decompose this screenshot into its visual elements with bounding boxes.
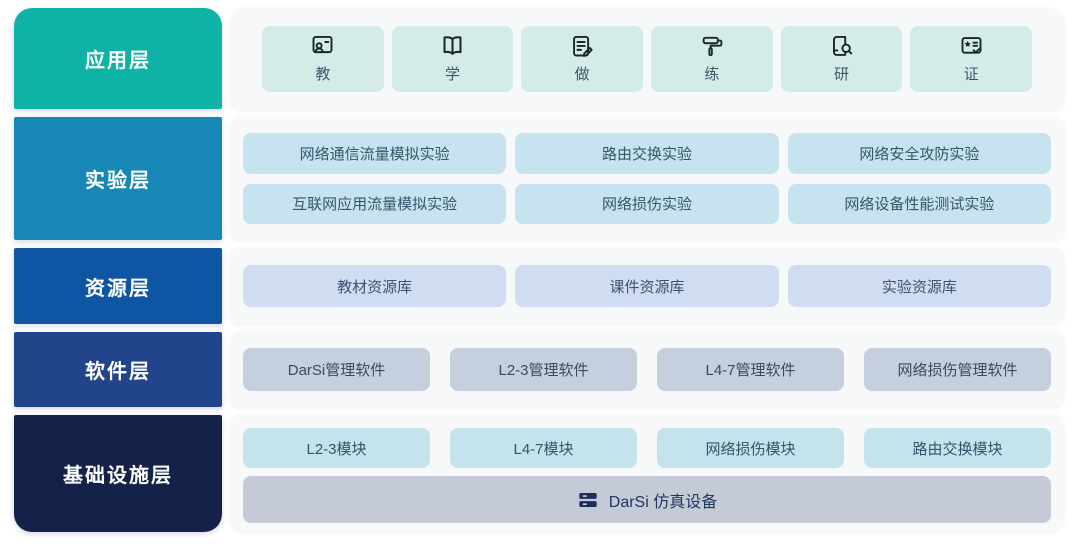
layer-label-software: 软件层: [14, 332, 222, 407]
layer-row-application: 应用层 教: [14, 8, 1064, 109]
resource-chip: 实验资源库: [787, 265, 1051, 307]
software-chip: DarSi管理软件: [243, 348, 430, 391]
app-card-research: 研: [780, 25, 903, 92]
app-card-learn: 学: [391, 25, 514, 92]
paint-roller-icon: [698, 33, 725, 60]
experiment-chip: 路由交换实验: [515, 133, 779, 174]
layer-label-text: 软件层: [85, 361, 151, 383]
document-pencil-icon: [569, 33, 596, 60]
layer-label-text: 应用层: [85, 50, 151, 72]
server-stack-icon: [577, 489, 599, 511]
experiment-chip: 网络损伤实验: [515, 183, 779, 224]
darsi-device-bar: DarSi 仿真设备: [243, 476, 1051, 523]
module-chip: L4-7模块: [450, 428, 637, 468]
module-row: L2-3模块 L4-7模块 网络损伤模块 路由交换模块: [243, 428, 1051, 468]
module-chip: 路由交换模块: [864, 428, 1051, 468]
app-card-label: 教: [315, 66, 331, 83]
software-chip: L2-3管理软件: [450, 348, 637, 391]
layer-label-experiment: 实验层: [14, 117, 222, 240]
layer-panel-resource: 教材资源库 课件资源库 实验资源库: [230, 248, 1064, 324]
module-chip: 网络损伤模块: [657, 428, 844, 468]
layer-row-resource: 资源层 教材资源库 课件资源库 实验资源库: [14, 248, 1064, 324]
experiment-chip: 网络通信流量模拟实验: [243, 133, 507, 174]
app-card-do: 做: [521, 25, 644, 92]
experiment-chip: 网络安全攻防实验: [787, 133, 1051, 174]
app-card-label: 练: [704, 66, 720, 83]
app-card-label: 学: [445, 66, 461, 83]
app-card-label: 证: [963, 66, 979, 83]
layer-panel-software: DarSi管理软件 L2-3管理软件 L4-7管理软件 网络损伤管理软件: [230, 332, 1064, 407]
layer-panel-application: 教 学 做: [230, 8, 1064, 109]
layer-panel-experiment: 网络通信流量模拟实验 路由交换实验 网络安全攻防实验 互联网应用流量模拟实验 网…: [230, 117, 1064, 240]
app-card-label: 做: [574, 66, 590, 83]
resource-chip: 课件资源库: [515, 265, 779, 307]
app-card-teach: 教: [262, 25, 384, 92]
book-magnifier-icon: [828, 33, 855, 60]
layer-row-experiment: 实验层 网络通信流量模拟实验 路由交换实验 网络安全攻防实验 互联网应用流量模拟…: [14, 117, 1064, 240]
app-card-practice: 练: [651, 25, 773, 92]
layer-label-resource: 资源层: [14, 248, 222, 324]
layer-label-application: 应用层: [14, 8, 222, 109]
experiment-chip: 互联网应用流量模拟实验: [243, 183, 507, 224]
module-chip: L2-3模块: [243, 428, 430, 468]
software-chip: L4-7管理软件: [657, 348, 844, 391]
layer-label-infrastructure: 基础设施层: [14, 415, 222, 532]
layer-row-infrastructure: 基础设施层 L2-3模块 L4-7模块 网络损伤模块 路由交换模块 Dar: [14, 415, 1064, 532]
app-card-label: 研: [834, 66, 850, 83]
open-book-icon: [439, 33, 466, 60]
layer-label-text: 资源层: [85, 277, 151, 300]
darsi-device-label: DarSi 仿真设备: [608, 493, 718, 511]
layer-row-software: 软件层 DarSi管理软件 L2-3管理软件 L4-7管理软件 网络损伤管理软件: [14, 332, 1064, 407]
layer-label-text: 基础设施层: [63, 465, 173, 487]
teacher-board-icon: [309, 33, 336, 60]
software-chip: 网络损伤管理软件: [864, 348, 1051, 391]
resource-chip: 教材资源库: [243, 265, 507, 307]
layer-label-text: 实验层: [85, 170, 151, 192]
app-card-certify: 证: [910, 25, 1033, 92]
experiment-chip: 网络设备性能测试实验: [787, 183, 1051, 224]
certificate-check-icon: [958, 33, 985, 60]
layer-panel-infrastructure: L2-3模块 L4-7模块 网络损伤模块 路由交换模块 DarSi 仿真设备: [230, 415, 1064, 532]
